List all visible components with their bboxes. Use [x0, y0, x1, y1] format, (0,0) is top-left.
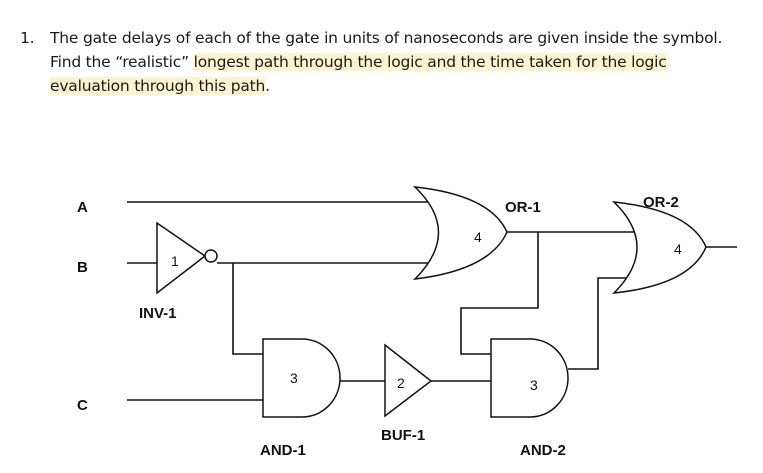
and1-delay: 3 — [290, 370, 298, 386]
or2-label: OR-2 — [643, 194, 679, 211]
gate-or2: 4 OR-2 — [611, 194, 707, 294]
gate-or1: 4 OR-1 — [412, 186, 541, 281]
highlighted-text-1: longest path through the logic and the t… — [193, 53, 667, 71]
wire-inv1-to-and1 — [232, 263, 263, 355]
highlighted-text-2: evaluation through this path — [50, 77, 266, 95]
input-label-b: B — [77, 259, 88, 276]
and1-label: AND-1 — [260, 442, 306, 459]
gate-and1: 3 AND-1 — [260, 338, 341, 459]
inverter-triangle-icon — [156, 221, 207, 295]
wire-or1-to-and2 — [460, 232, 539, 355]
gate-inv1: 1 INV-1 — [139, 221, 218, 322]
wire-and2-to-or2 — [568, 277, 640, 370]
question-number: 1. — [20, 29, 35, 47]
and2-delay: 3 — [530, 377, 538, 393]
or-gate-shape-icon — [412, 186, 508, 281]
and2-label: AND-2 — [520, 442, 566, 459]
buffer-triangle-icon — [384, 343, 433, 418]
inv1-delay: 1 — [171, 253, 179, 269]
and-gate-shape-icon — [262, 338, 341, 418]
or1-delay: 4 — [474, 229, 482, 245]
or-gate-shape-icon — [611, 201, 707, 294]
and-gate-shape-icon — [490, 338, 569, 418]
inverter-bubble-icon — [204, 249, 218, 263]
input-label-c: C — [77, 397, 88, 414]
question-text: 1. The gate delays of each of the gate i… — [20, 26, 760, 98]
question-line-2: Find the “realistic” — [50, 53, 194, 71]
buf1-label: BUF-1 — [381, 427, 425, 444]
input-label-a: A — [77, 199, 88, 216]
gate-buf1: 2 BUF-1 — [381, 343, 433, 444]
or2-delay: 4 — [674, 241, 682, 257]
gate-and2: 3 AND-2 — [490, 338, 569, 459]
buf1-delay: 2 — [397, 375, 405, 391]
inv1-label: INV-1 — [139, 305, 177, 322]
or1-label: OR-1 — [505, 199, 541, 216]
question-line-3-end: . — [265, 77, 270, 95]
question-line-1: The gate delays of each of the gate in u… — [50, 29, 723, 47]
